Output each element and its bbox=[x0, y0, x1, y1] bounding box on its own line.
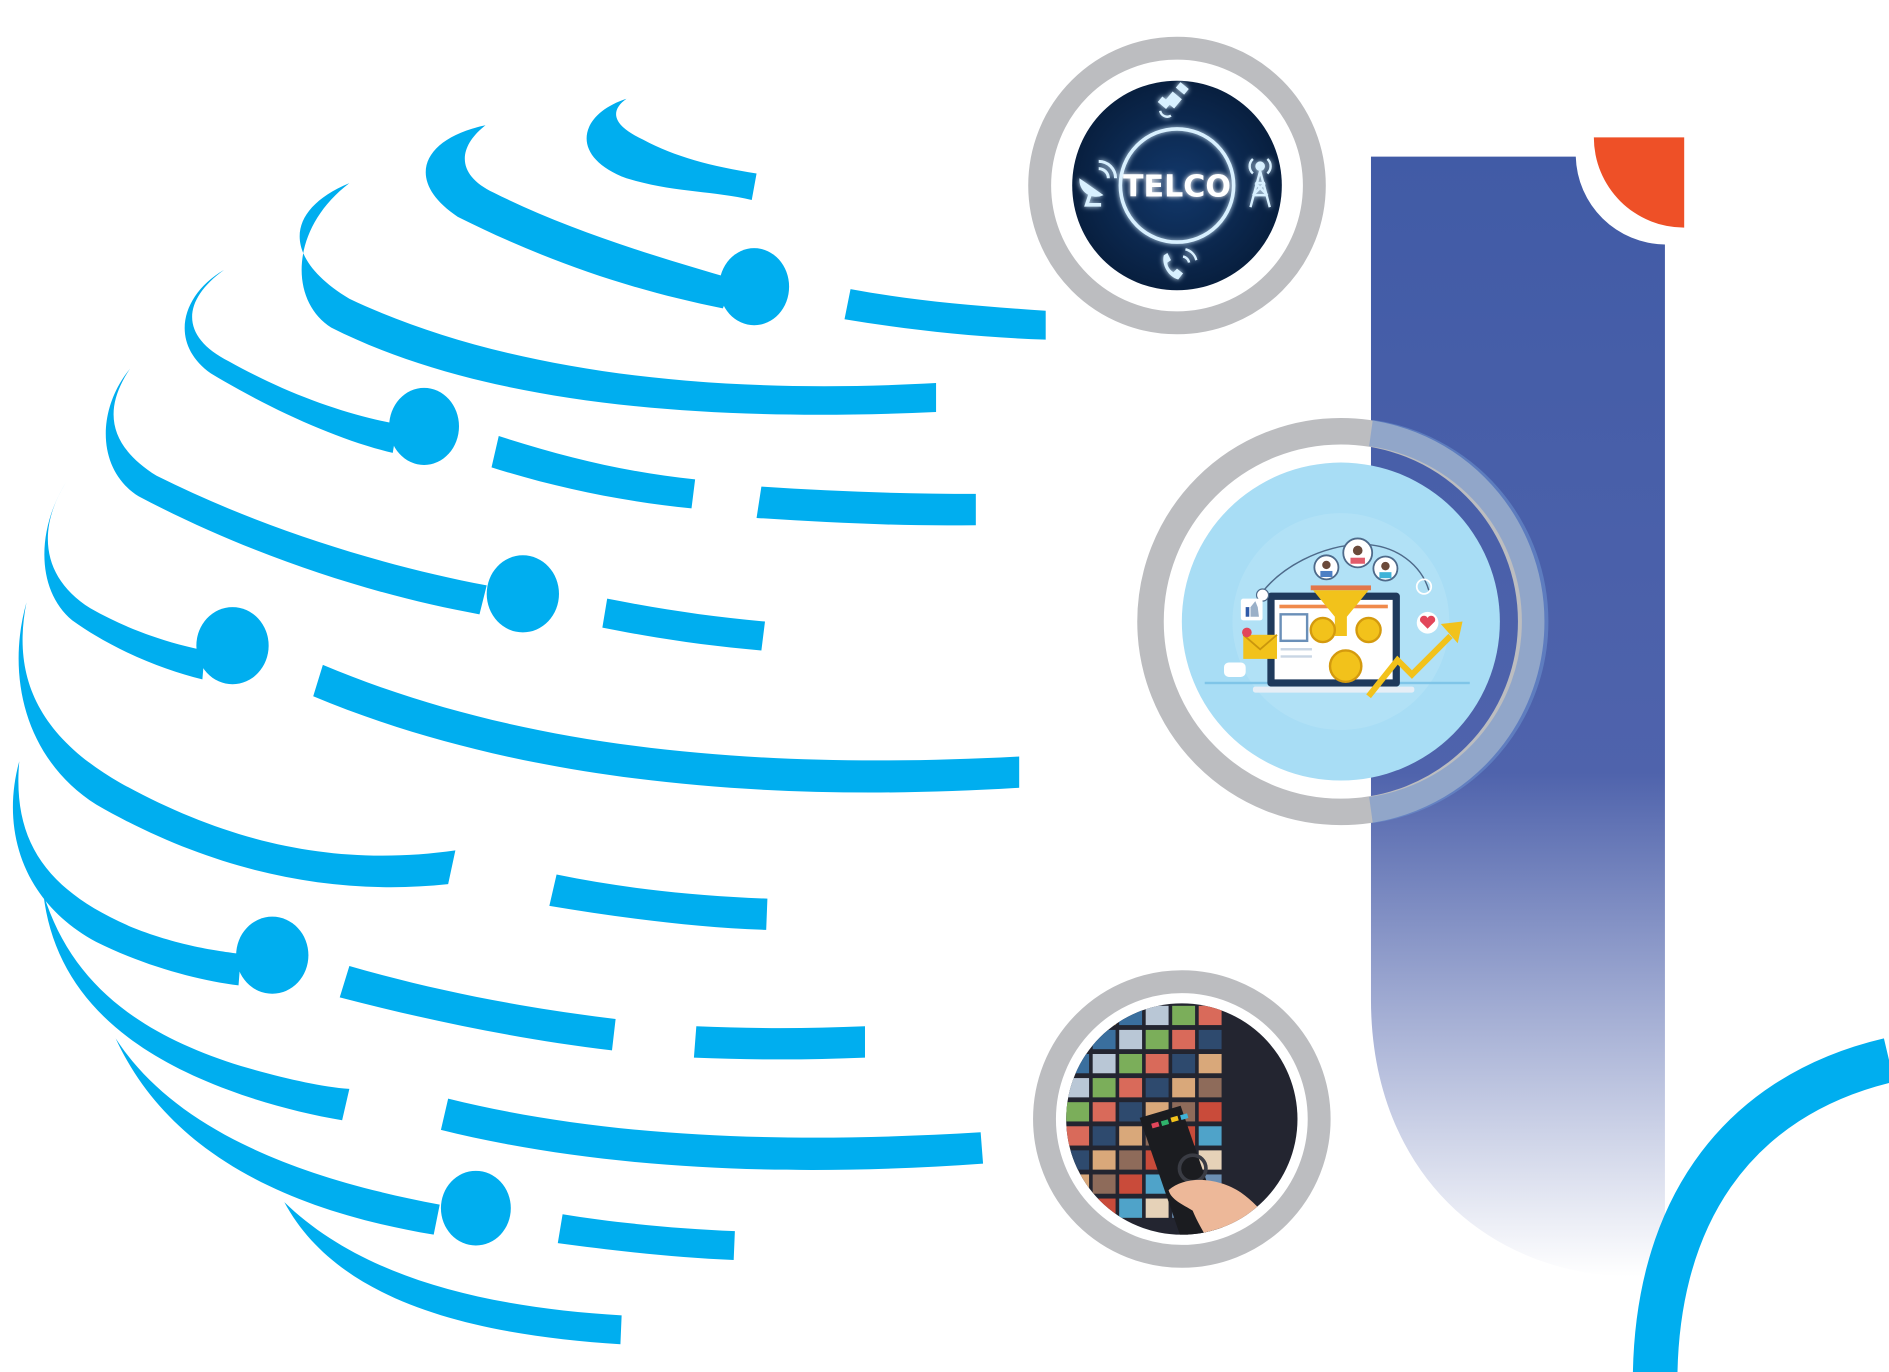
video-tile bbox=[1145, 1198, 1169, 1218]
cell-tower-icon bbox=[1248, 158, 1272, 208]
video-tile bbox=[1145, 1029, 1169, 1050]
globe-dash bbox=[756, 486, 976, 526]
video-tile bbox=[1119, 1078, 1143, 1098]
globe-stroke bbox=[184, 269, 398, 453]
video-tile bbox=[1066, 1126, 1090, 1146]
phone-icon bbox=[1163, 248, 1198, 280]
globe-dash bbox=[313, 664, 1020, 793]
heart-icon bbox=[1416, 611, 1439, 634]
thumbs-up-icon bbox=[1240, 598, 1263, 621]
video-tile bbox=[1145, 1005, 1169, 1026]
video-tile bbox=[1145, 1053, 1169, 1074]
laptop-icon bbox=[1252, 592, 1415, 693]
video-tile bbox=[1198, 1102, 1222, 1122]
globe-stroke bbox=[44, 481, 205, 680]
globe-node bbox=[719, 248, 790, 326]
video-tile bbox=[1198, 1126, 1222, 1146]
globe-stroke bbox=[18, 602, 456, 888]
sales-funnel-icon bbox=[1310, 585, 1371, 637]
badge-ring bbox=[1028, 36, 1326, 335]
globe-node bbox=[389, 387, 459, 465]
badge-ring bbox=[1033, 970, 1331, 1268]
globe-node bbox=[236, 916, 309, 994]
globe-stroke bbox=[12, 761, 241, 986]
video-tile bbox=[1198, 1078, 1222, 1098]
globe-node bbox=[486, 555, 559, 633]
video-tile bbox=[1092, 1078, 1116, 1098]
video-tile bbox=[1172, 1029, 1196, 1050]
globe-node bbox=[196, 607, 269, 685]
globe-dash bbox=[602, 598, 765, 651]
globe-stroke bbox=[586, 98, 757, 200]
video-tile bbox=[1198, 1005, 1222, 1026]
video-tile bbox=[1172, 1078, 1196, 1098]
video-tile bbox=[1092, 1053, 1116, 1074]
globe-stroke bbox=[425, 125, 735, 309]
globe-dash bbox=[491, 436, 696, 509]
globe-dash bbox=[440, 1098, 984, 1170]
video-tile bbox=[1119, 1053, 1143, 1074]
globe-node bbox=[440, 1170, 511, 1246]
video-tile bbox=[1119, 1198, 1143, 1218]
globe-dash bbox=[557, 1214, 735, 1260]
badge-telco: TELCO bbox=[1028, 36, 1326, 335]
envelope-icon bbox=[1242, 627, 1278, 659]
globe-stroke bbox=[299, 183, 937, 415]
badge-ring-overlay bbox=[1369, 419, 1549, 824]
telco-inner-ring bbox=[1118, 127, 1236, 244]
video-tile bbox=[1119, 1126, 1143, 1146]
globe-dash bbox=[693, 1026, 865, 1060]
video-tile bbox=[1092, 1150, 1116, 1170]
accent-quarter-circle bbox=[1593, 137, 1685, 228]
globe-dash bbox=[549, 874, 768, 930]
globe-stroke bbox=[105, 368, 487, 615]
video-tile bbox=[1092, 1102, 1116, 1122]
satellite-dish-icon bbox=[1079, 159, 1118, 207]
video-tile bbox=[1066, 1102, 1090, 1122]
globe-dash bbox=[844, 289, 1046, 340]
video-tile bbox=[1172, 1053, 1196, 1074]
video-tile bbox=[1198, 1029, 1222, 1050]
video-tile bbox=[1119, 1174, 1143, 1194]
globe-stroke bbox=[115, 1038, 440, 1235]
video-tile bbox=[1066, 1150, 1090, 1170]
video-tile bbox=[1198, 1053, 1222, 1074]
video-tile bbox=[1092, 1126, 1116, 1146]
video-tile bbox=[1119, 1005, 1143, 1026]
video-tile bbox=[1066, 1078, 1090, 1098]
globe-graphic bbox=[12, 98, 1046, 1345]
accent-arc bbox=[1632, 1038, 1889, 1372]
satellite-icon bbox=[1157, 82, 1189, 118]
coin-icon bbox=[1309, 616, 1382, 683]
globe-stroke bbox=[43, 893, 350, 1121]
telco-label: TELCO bbox=[1123, 169, 1231, 204]
chat-bubble bbox=[1223, 662, 1246, 677]
globe-dash bbox=[339, 966, 616, 1051]
video-tile bbox=[1092, 1029, 1116, 1050]
video-tile bbox=[1172, 1005, 1196, 1026]
video-tile bbox=[1119, 1029, 1143, 1050]
badge-marketing bbox=[1137, 417, 1549, 826]
video-tile bbox=[1092, 1174, 1116, 1194]
telco-background bbox=[1072, 80, 1282, 291]
globe-stroke bbox=[284, 1202, 622, 1345]
users-icon bbox=[1254, 537, 1433, 603]
video-tile bbox=[1145, 1078, 1169, 1098]
growth-arrow-icon bbox=[1366, 621, 1463, 699]
video-tile bbox=[1119, 1102, 1143, 1122]
badge-media bbox=[1033, 970, 1331, 1268]
video-tile bbox=[1119, 1150, 1143, 1170]
